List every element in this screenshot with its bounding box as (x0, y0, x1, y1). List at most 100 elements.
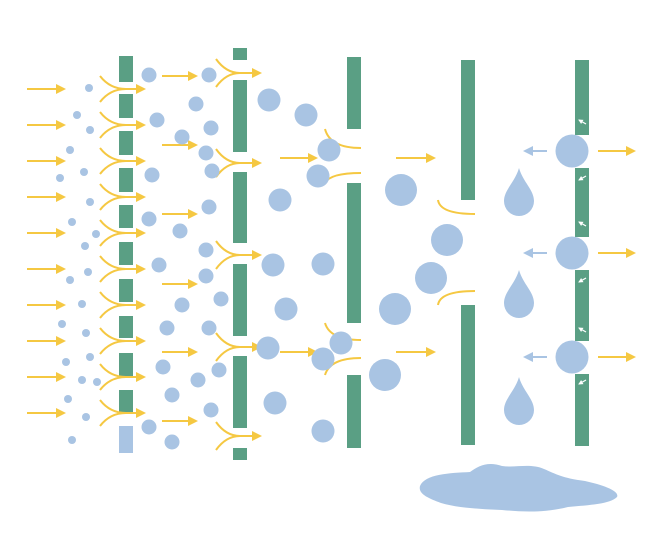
water-drop-icon (311, 347, 335, 371)
water-drop-icon (274, 297, 298, 321)
flow-arrow-icon (578, 379, 587, 385)
droplets (56, 67, 534, 450)
water-drop-icon (141, 419, 157, 435)
coalescer-plate (461, 305, 475, 445)
water-drop-icon (141, 67, 157, 83)
vane-segment (233, 48, 247, 60)
water-drop-icon (211, 362, 227, 378)
water-drop-icon (86, 353, 94, 361)
vane-segment (119, 131, 133, 155)
water-drop-icon (311, 252, 335, 276)
vane-segment (233, 448, 247, 460)
water-drop-icon (78, 300, 86, 308)
flow-arrow-icon (578, 175, 587, 181)
vane-segment (233, 172, 247, 243)
vane-segment (119, 279, 133, 302)
airflow-curve (215, 346, 241, 362)
water-drop-icon (317, 138, 341, 162)
vane-segment (119, 56, 133, 82)
airflow-curve (324, 172, 362, 184)
inlet-airflow-arrows (27, 84, 66, 418)
water-drop-icon (85, 84, 93, 92)
water-drop-icon (504, 270, 534, 318)
airflow-curve (324, 357, 362, 376)
airflow-curve (215, 240, 241, 256)
airflow-curve (215, 72, 241, 88)
water-drop-icon (555, 134, 589, 168)
airflow-curve (215, 435, 241, 451)
airflow-arrows (126, 68, 436, 441)
water-drop-icon (201, 320, 217, 336)
airflow-curve (99, 376, 127, 391)
water-drop-icon (149, 112, 165, 128)
water-drop-icon (294, 103, 318, 127)
water-drop-icon (68, 218, 76, 226)
airflow-curve (99, 124, 127, 139)
airflow-curve (437, 290, 476, 306)
water-drop-icon (56, 174, 64, 182)
water-drop-icon (84, 268, 92, 276)
water-drop-icon (80, 168, 88, 176)
water-drop-icon (329, 331, 353, 355)
airflow-curve (99, 340, 127, 355)
vane-segment (119, 316, 133, 338)
airflow-curves (99, 58, 476, 451)
airflow-curve (99, 268, 127, 283)
water-drop-icon (58, 320, 66, 328)
water-drop-icon (66, 276, 74, 284)
vane-segment (233, 80, 247, 152)
water-drop-icon (82, 413, 90, 421)
water-drop-icon (306, 164, 330, 188)
coalescer-plate (347, 183, 361, 323)
airflow-curve (99, 304, 127, 319)
water-drop-icon (198, 145, 214, 161)
water-drop-icon (164, 387, 180, 403)
water-drop-icon (62, 358, 70, 366)
water-drop-icon (555, 340, 589, 374)
water-drop-icon (155, 359, 171, 375)
airflow-curve (99, 160, 127, 175)
water-drop-icon (198, 268, 214, 284)
water-drop-icon (144, 167, 160, 183)
vane-segment (119, 353, 133, 376)
water-drop-icon (151, 257, 167, 273)
airflow-curve (215, 58, 241, 74)
vane-segment (119, 168, 133, 192)
flow-arrow-icon (578, 221, 587, 227)
airflow-curve (99, 196, 127, 211)
vane-segment (119, 94, 133, 118)
vane-segment (119, 205, 133, 228)
water-drop-icon (198, 242, 214, 258)
water-drop-icon (81, 242, 89, 250)
water-drop-icon (415, 262, 447, 294)
vane-segment (233, 264, 247, 336)
airflow-curve (99, 88, 127, 103)
outlet-filter-segment (575, 168, 589, 237)
water-drop-icon (92, 230, 100, 238)
water-drop-icon (261, 253, 285, 277)
coalescer-plate (347, 375, 361, 448)
vane-segment (119, 426, 133, 453)
airflow-curve (99, 412, 127, 427)
water-drop-icon (190, 372, 206, 388)
outlet-filter-segment (575, 374, 589, 446)
water-drop-icon (268, 188, 292, 212)
water-drop-icon (385, 174, 417, 206)
water-drop-icon (86, 198, 94, 206)
flow-arrow-icon (578, 327, 587, 333)
airflow-curve (99, 232, 127, 247)
water-drop-icon (431, 224, 463, 256)
water-drop-icon (73, 111, 81, 119)
airflow-curve (437, 199, 476, 215)
flow-arrow-icon (578, 277, 587, 283)
water-drop-icon (311, 419, 335, 443)
water-puddle-icon (419, 463, 618, 512)
water-drop-icon (82, 329, 90, 337)
water-drop-icon (204, 163, 220, 179)
outlet-stage (523, 60, 636, 446)
coalescer-plate (461, 60, 475, 200)
water-drop-icon (64, 395, 72, 403)
water-drop-icon (68, 436, 76, 444)
water-drop-icon (78, 376, 86, 384)
water-drop-icon (201, 199, 217, 215)
